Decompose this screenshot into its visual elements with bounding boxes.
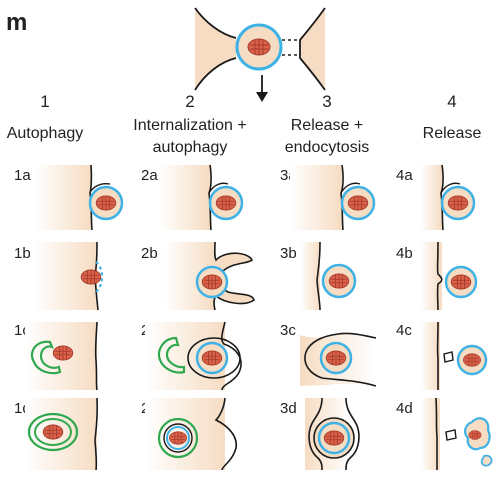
svg-text:Release: Release <box>423 125 482 142</box>
panel-2c-illustration <box>145 321 242 391</box>
svg-text:autophagy: autophagy <box>153 139 228 156</box>
panel-label-2a: 2a <box>141 167 158 184</box>
panel-1c-illustration <box>25 321 98 391</box>
panel-letter: m <box>6 9 27 36</box>
panel-label-4a: 4a <box>396 167 413 184</box>
panel-label-1a: 1a <box>14 167 31 184</box>
panel-label-3c: 3c <box>280 322 296 339</box>
svg-text:endocytosis: endocytosis <box>285 139 370 156</box>
panel-label-4d: 4d <box>396 400 413 417</box>
panel-label-4c: 4c <box>396 322 412 339</box>
down-arrow-icon <box>256 75 268 102</box>
panel-4b-illustration <box>420 241 478 311</box>
column-header-3: 3 Release + endocytosis <box>285 92 370 156</box>
panel-3a-illustration <box>290 164 376 231</box>
panel-1b-illustration <box>35 241 104 311</box>
panel-label-3b: 3b <box>280 245 297 262</box>
column-header-2: 2 Internalization + autophagy <box>133 92 246 156</box>
top-schematic <box>194 7 326 91</box>
svg-text:Autophagy: Autophagy <box>7 125 84 142</box>
panel-4c-illustration <box>420 321 488 390</box>
svg-text:1: 1 <box>40 92 49 111</box>
phagophore <box>30 340 62 375</box>
svg-text:Release +: Release + <box>291 117 364 134</box>
panel-label-3d: 3d <box>280 400 297 417</box>
panel-4d-illustration <box>420 397 493 470</box>
column-header-1: 1 Autophagy <box>7 92 84 142</box>
panel-label-2b: 2b <box>141 245 158 262</box>
autophagosome <box>27 412 79 452</box>
svg-text:4: 4 <box>447 92 456 111</box>
panel-3c-illustration <box>300 332 377 388</box>
panel-label-1b: 1b <box>14 245 31 262</box>
panel-1a-illustration <box>35 164 124 231</box>
svg-text:Internalization +: Internalization + <box>133 117 246 134</box>
svg-text:3: 3 <box>322 92 331 111</box>
panel-2d-illustration <box>145 397 238 471</box>
panel-1d-illustration <box>25 397 99 471</box>
panel-2b-illustration <box>165 241 255 311</box>
panel-label-4b: 4b <box>396 245 413 262</box>
panel-4a-illustration <box>420 164 476 231</box>
svg-text:2: 2 <box>185 92 194 111</box>
panel-3d-illustration <box>305 397 360 471</box>
panel-3b-illustration <box>300 241 357 311</box>
column-header-4: 4 Release <box>423 92 482 142</box>
panel-2a-illustration <box>160 164 244 231</box>
